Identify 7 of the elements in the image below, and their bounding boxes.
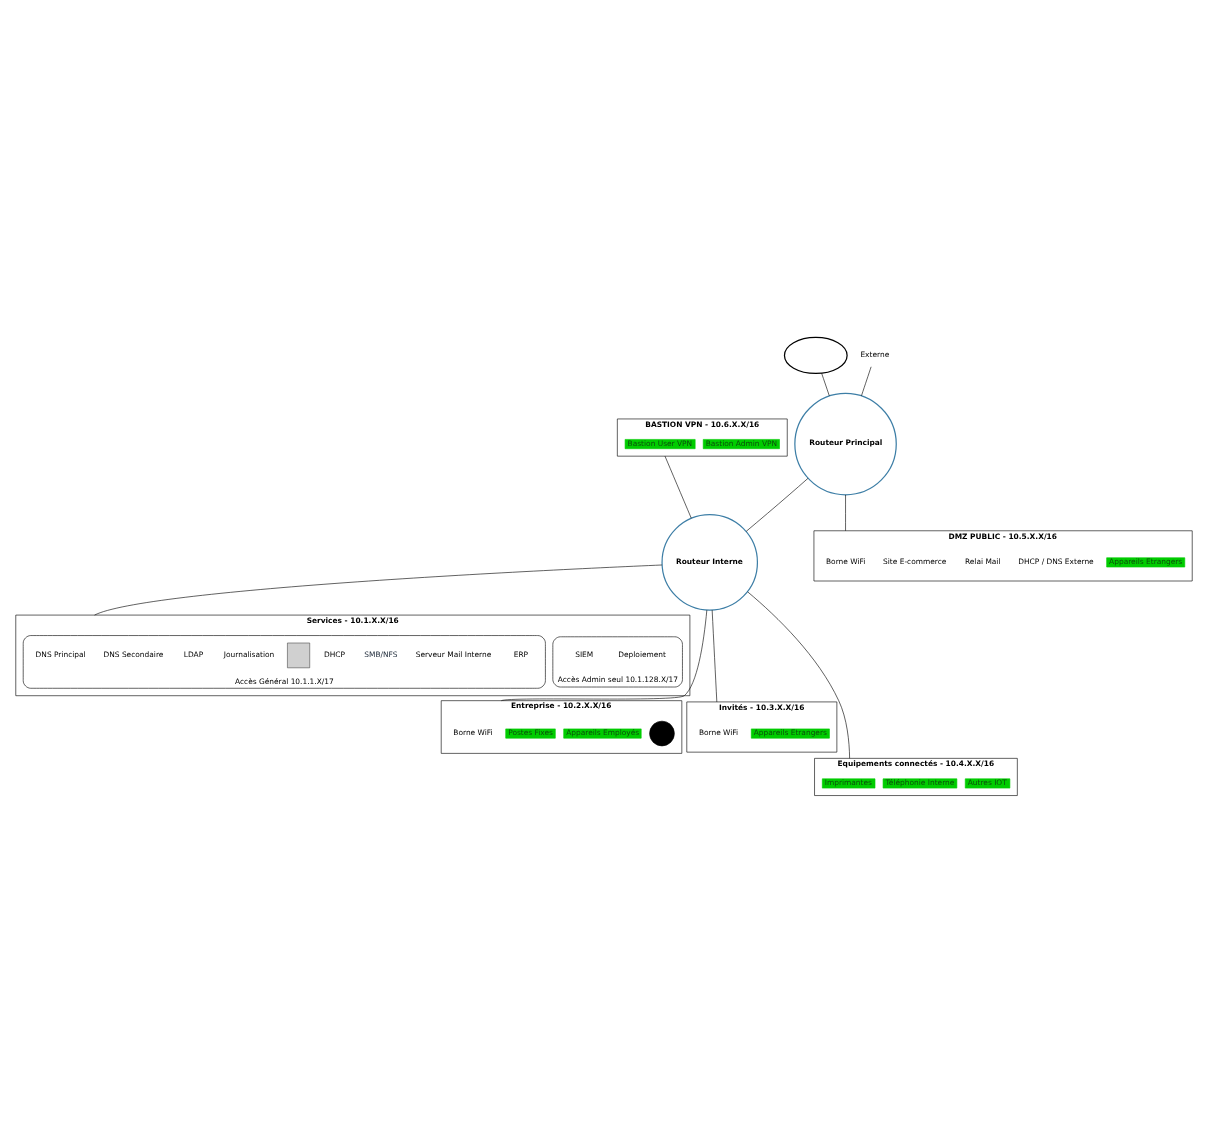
connector [845,494,846,532]
node-circle [649,720,675,747]
connector [821,373,830,397]
connector [94,564,663,616]
node-box [287,642,311,669]
node-cloud [783,336,848,375]
connector [501,609,708,701]
